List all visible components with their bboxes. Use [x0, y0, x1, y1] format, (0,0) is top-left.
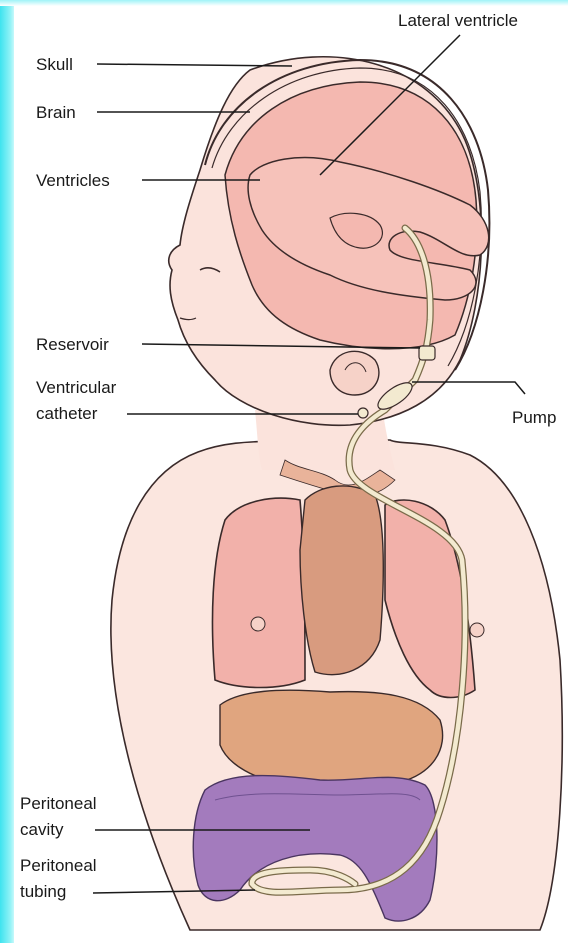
- label-skull: Skull: [36, 54, 73, 75]
- label-brain: Brain: [36, 102, 76, 123]
- ear: [330, 351, 379, 395]
- label-peritoneal-cavity-1: Peritoneal: [20, 793, 97, 814]
- label-lateral-ventricle: Lateral ventricle: [398, 10, 518, 31]
- catheter-connector: [358, 408, 368, 418]
- label-reservoir: Reservoir: [36, 334, 109, 355]
- label-ventricles: Ventricles: [36, 170, 110, 191]
- stomach: [220, 690, 443, 788]
- label-peritoneal-tubing-1: Peritoneal: [20, 855, 97, 876]
- label-ventricular-catheter-2: catheter: [36, 403, 97, 424]
- left-nipple: [251, 617, 265, 631]
- reservoir: [419, 346, 435, 360]
- right-nipple: [470, 623, 484, 637]
- label-pump: Pump: [512, 407, 556, 428]
- heart: [300, 486, 383, 675]
- label-peritoneal-cavity-2: cavity: [20, 819, 63, 840]
- leader-skull: [97, 64, 292, 66]
- label-ventricular-catheter-1: Ventricular: [36, 377, 116, 398]
- left-lung: [212, 498, 305, 687]
- label-peritoneal-tubing-2: tubing: [20, 881, 66, 902]
